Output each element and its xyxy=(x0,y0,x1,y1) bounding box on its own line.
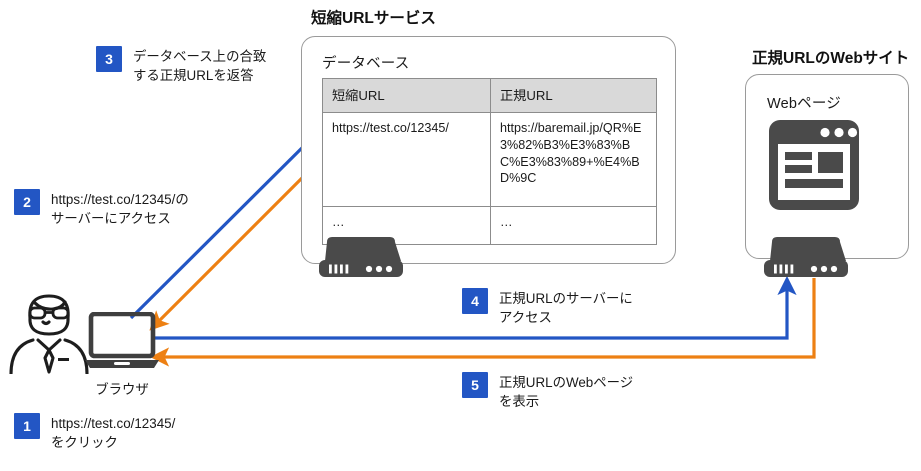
website-title: 正規URLのWebサイト xyxy=(752,50,910,67)
step-2: 2 https://test.co/12345/の サーバーにアクセス xyxy=(14,189,214,229)
column-header-canonical-url: 正規URL xyxy=(490,77,657,114)
step-4: 4 正規URLのサーバーに アクセス xyxy=(462,288,662,328)
arrow-step3-orange xyxy=(149,156,324,331)
cell-canonical-url-ellipsis: … xyxy=(490,206,657,246)
database-label: データベース xyxy=(322,56,410,72)
step-1-number: 1 xyxy=(14,413,40,439)
webpage-label: Webページ xyxy=(767,96,841,112)
database-table: 短縮URL 正規URL https://test.co/12345/ https… xyxy=(322,77,657,246)
column-header-short-url: 短縮URL xyxy=(322,77,491,114)
step-4-number: 4 xyxy=(462,288,488,314)
laptop-icon xyxy=(85,312,159,368)
browser-caption: ブラウザ xyxy=(95,382,149,397)
step-5: 5 正規URLのWebページ を表示 xyxy=(462,372,667,412)
step-3-text: データベース上の合致 する正規URLを返答 xyxy=(133,49,267,84)
step-2-number: 2 xyxy=(14,189,40,215)
cell-canonical-url: https://baremail.jp/QR%E3%82%B3%E3%83%BC… xyxy=(490,112,657,208)
server-icon xyxy=(319,237,403,277)
step-1-text: https://test.co/12345/ をクリック xyxy=(51,416,176,451)
step-2-text: https://test.co/12345/の サーバーにアクセス xyxy=(51,192,189,227)
step-3: 3 データベース上の合致 する正規URLを返答 xyxy=(96,46,281,86)
cell-short-url: https://test.co/12345/ xyxy=(322,112,491,208)
step-4-text: 正規URLのサーバーに アクセス xyxy=(499,291,633,326)
person-icon xyxy=(9,294,89,374)
step-3-number: 3 xyxy=(96,46,122,72)
table-row: https://test.co/12345/ https://baremail.… xyxy=(322,112,657,208)
cell-short-url-ellipsis: … xyxy=(322,206,491,246)
table-row: … … xyxy=(322,206,657,246)
browser-window-icon xyxy=(769,120,859,210)
step-1: 1 https://test.co/12345/ をクリック xyxy=(14,413,214,453)
step-5-text: 正規URLのWebページ を表示 xyxy=(499,375,634,410)
table-header-row: 短縮URL 正規URL xyxy=(322,77,657,114)
service-title: 短縮URLサービス xyxy=(311,10,436,27)
step-5-number: 5 xyxy=(462,372,488,398)
server-icon xyxy=(764,237,848,277)
